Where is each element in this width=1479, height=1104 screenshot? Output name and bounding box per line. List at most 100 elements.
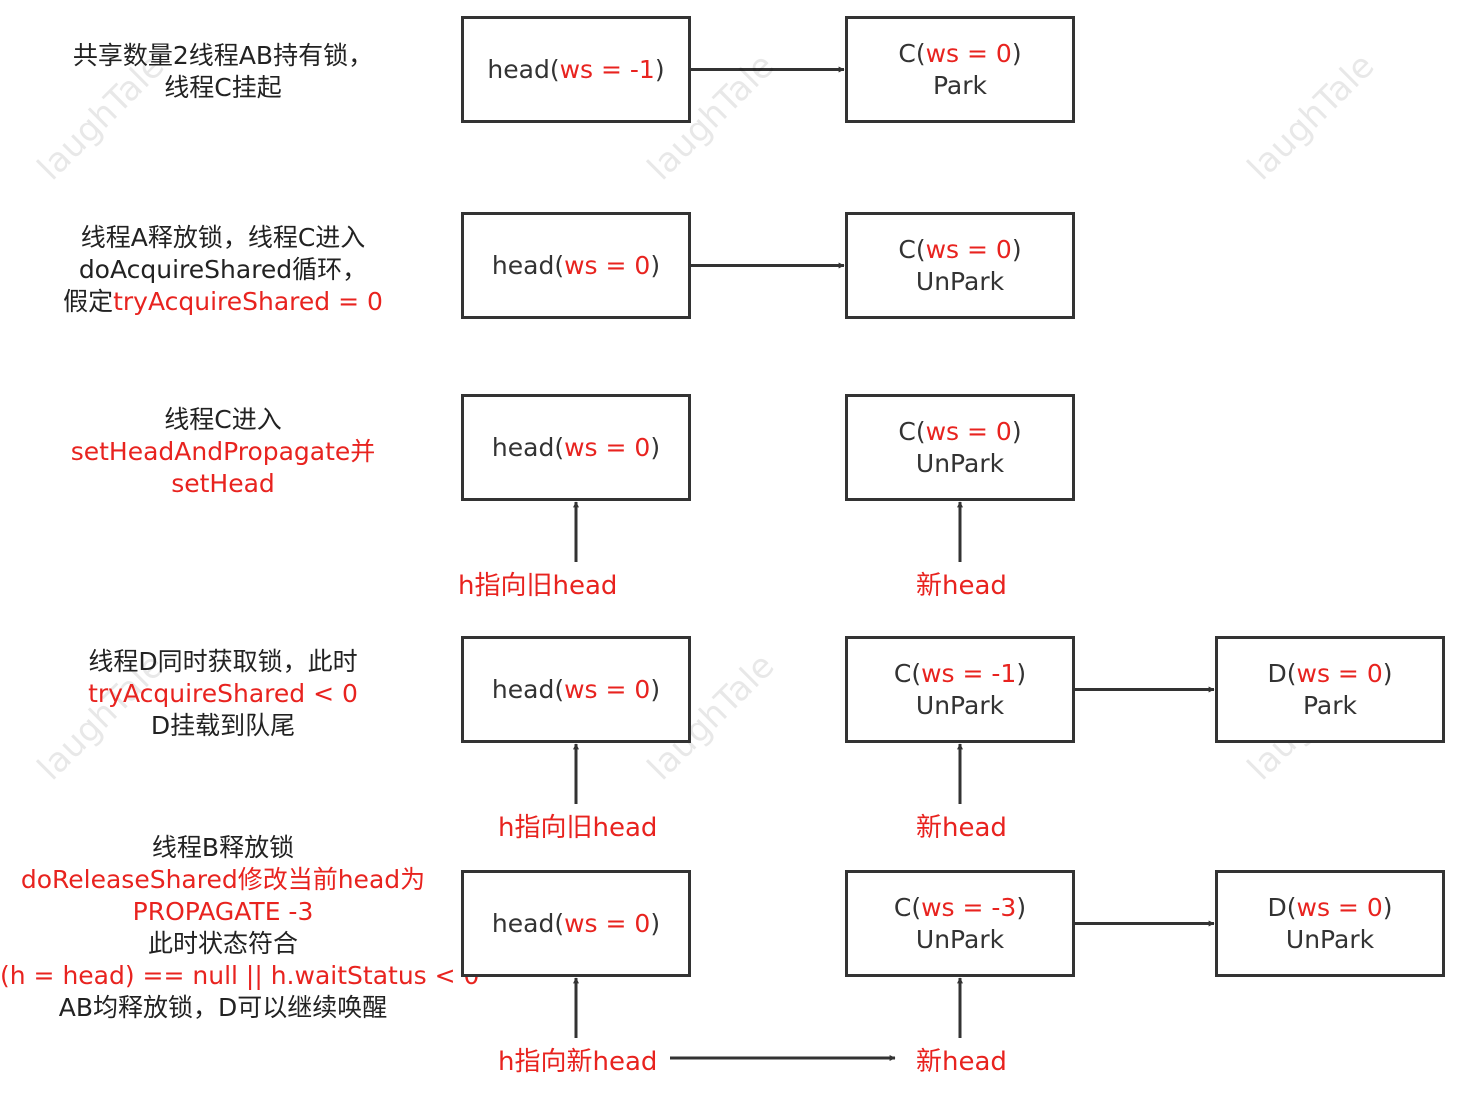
thread-state-text: UnPark — [1285, 924, 1375, 954]
node-paren: ) — [1011, 234, 1022, 264]
node-paren: ) — [1016, 658, 1027, 688]
node-title: head(ws = -1) — [487, 54, 664, 86]
node-title: head(ws = 0) — [492, 674, 660, 706]
node-title: D(ws = 0) — [1268, 892, 1393, 924]
node-name: head( — [487, 54, 560, 84]
step-description-line: 线程A释放锁，线程C进入 — [0, 222, 446, 254]
step-text: 线程D同时获取锁，此时 — [88, 647, 358, 676]
thread-state: UnPark — [1286, 924, 1374, 956]
node-name: D( — [1267, 892, 1297, 922]
queue-node: D(ws = 0)Park — [1215, 636, 1445, 743]
step-text: AB均释放锁，D可以继续唤醒 — [58, 993, 388, 1022]
step-text: 假定 — [63, 287, 114, 316]
step-description-line: (h = head) == null || h.waitStatus < 0 — [0, 960, 479, 992]
step-description-line: 线程D同时获取锁，此时 — [0, 646, 446, 678]
node-paren: ) — [1016, 892, 1027, 922]
queue-node: C(ws = 0)UnPark — [845, 394, 1075, 501]
wait-status: ws = 0 — [564, 250, 651, 280]
step-text: setHead — [171, 469, 275, 498]
node-paren: ) — [1011, 38, 1022, 68]
step-description-line: D挂载到队尾 — [0, 710, 446, 742]
step-description-line: doReleaseShared修改当前head为 — [0, 864, 446, 896]
thread-state-text: Park — [932, 70, 988, 100]
thread-state: Park — [1303, 690, 1357, 722]
wait-status: ws = -1 — [921, 658, 1017, 688]
node-title: D(ws = 0) — [1268, 658, 1393, 690]
queue-node: C(ws = 0)UnPark — [845, 212, 1075, 319]
thread-state: UnPark — [916, 924, 1004, 956]
step-description: 线程B释放锁 doReleaseShared修改当前head为 PROPAGATE … — [0, 832, 479, 1024]
node-title: head(ws = 0) — [492, 908, 660, 940]
node-title: C(ws = 0) — [898, 416, 1021, 448]
node-paren: ) — [650, 250, 661, 280]
queue-node: head(ws = -1) — [461, 16, 691, 123]
step-description-line: setHead — [0, 468, 446, 500]
wait-status: ws = 0 — [564, 432, 651, 462]
step-description-line: PROPAGATE -3 — [0, 896, 446, 928]
step-description-line: setHeadAndPropagate并 — [0, 436, 446, 468]
step-text: 共享数量2线程AB持有锁， — [72, 41, 374, 70]
node-title: C(ws = -1) — [894, 658, 1026, 690]
wait-status: ws = 0 — [1296, 658, 1383, 688]
step-description-line: 共享数量2线程AB持有锁， — [0, 40, 446, 72]
node-name: head( — [491, 432, 565, 462]
new-head-label: 新head — [916, 1047, 1007, 1077]
wait-status: ws = 0 — [925, 234, 1012, 264]
step-description-line: doAcquireShared循环， — [0, 254, 446, 286]
wait-status: ws = 0 — [564, 674, 651, 704]
step-text: doAcquireShared循环， — [78, 255, 368, 284]
node-paren: ) — [1382, 658, 1393, 688]
thread-state: UnPark — [916, 690, 1004, 722]
node-title: C(ws = 0) — [898, 234, 1021, 266]
h-pointer-label: h指向旧head — [498, 813, 658, 843]
node-title: head(ws = 0) — [492, 250, 660, 282]
step-text: PROPAGATE -3 — [132, 897, 314, 926]
node-paren: ) — [650, 908, 661, 938]
step-description-line: AB均释放锁，D可以继续唤醒 — [0, 992, 446, 1024]
step-description-line: 线程C进入 — [0, 404, 446, 436]
node-paren: ) — [650, 674, 661, 704]
wait-status: ws = 0 — [564, 908, 651, 938]
node-title: C(ws = 0) — [898, 38, 1021, 70]
node-paren: ) — [1382, 892, 1393, 922]
step-text: doReleaseShared修改当前head为 — [20, 865, 426, 894]
queue-node: head(ws = 0) — [461, 636, 691, 743]
step-text: 线程A释放锁，线程C进入 — [80, 223, 366, 252]
node-paren: ) — [650, 432, 661, 462]
thread-state-text: Park — [1302, 690, 1358, 720]
wait-status: ws = -3 — [921, 892, 1017, 922]
step-text: setHeadAndPropagate并 — [70, 437, 376, 466]
node-name: C( — [898, 234, 926, 264]
thread-state: UnPark — [916, 448, 1004, 480]
step-description-line: 假定tryAcquireShared = 0 — [0, 286, 446, 318]
node-name: head( — [491, 250, 565, 280]
queue-node: head(ws = 0) — [461, 212, 691, 319]
step-description-line: 线程C挂起 — [0, 72, 446, 104]
step-text: tryAcquireShared = 0 — [113, 287, 383, 316]
thread-state-text: UnPark — [915, 266, 1005, 296]
node-paren: ) — [1011, 416, 1022, 446]
step-description: 共享数量2线程AB持有锁， 线程C挂起 — [0, 40, 446, 104]
queue-node: D(ws = 0)UnPark — [1215, 870, 1445, 977]
thread-state: UnPark — [916, 266, 1004, 298]
h-pointer-label: h指向新head — [498, 1047, 658, 1077]
step-text: 此时状态符合 — [147, 929, 298, 958]
node-name: C( — [898, 416, 926, 446]
queue-node: C(ws = 0)Park — [845, 16, 1075, 123]
node-name: head( — [491, 674, 565, 704]
queue-node: head(ws = 0) — [461, 394, 691, 501]
new-head-label: 新head — [916, 571, 1007, 601]
node-name: C( — [893, 892, 922, 922]
wait-status: ws = 0 — [925, 416, 1012, 446]
step-text: 线程B释放锁 — [151, 833, 295, 862]
thread-state-text: UnPark — [915, 924, 1005, 954]
node-name: head( — [491, 908, 565, 938]
wait-status: ws = 0 — [1296, 892, 1383, 922]
queue-node: C(ws = -1)UnPark — [845, 636, 1075, 743]
step-text: 线程C挂起 — [164, 73, 282, 102]
queue-node: head(ws = 0) — [461, 870, 691, 977]
step-text: tryAcquireShared < 0 — [88, 679, 358, 708]
